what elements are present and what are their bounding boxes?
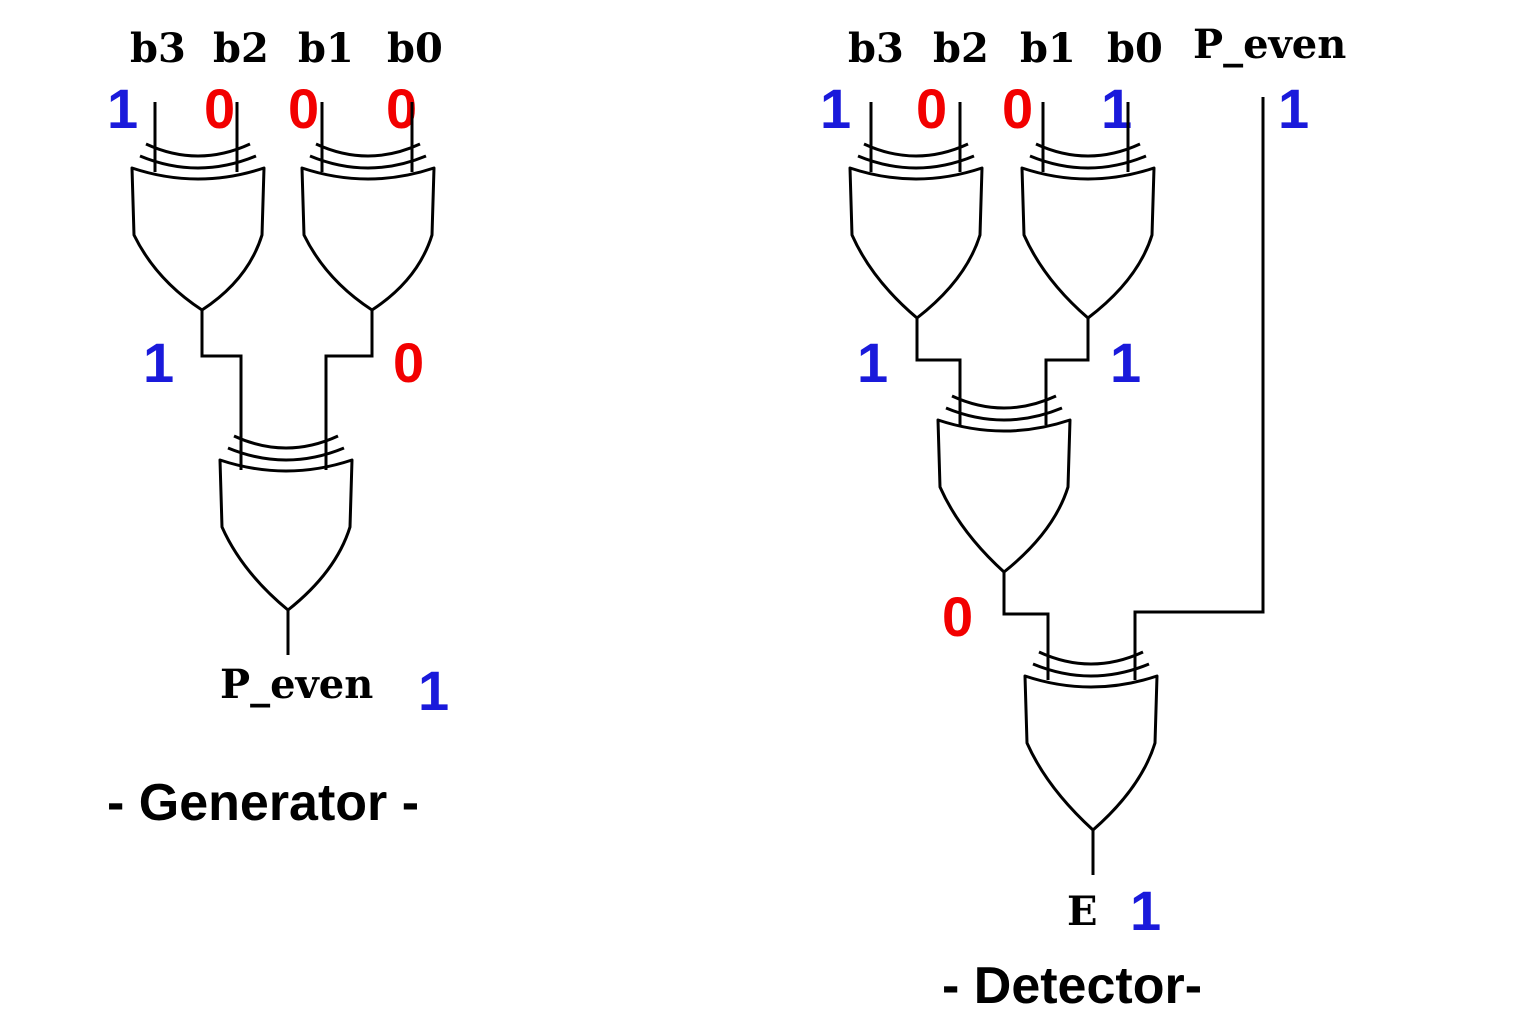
detector-output-label: E bbox=[1067, 888, 1098, 935]
generator-output-label: P_even bbox=[220, 661, 373, 708]
detector-xor-gate-1 bbox=[848, 142, 984, 320]
generator-input-b1-value: 0 bbox=[288, 77, 319, 140]
generator-wire-int1 bbox=[200, 310, 243, 470]
generator-intermediate-2-value: 0 bbox=[393, 331, 424, 394]
generator-xor-gate-2 bbox=[300, 142, 436, 312]
generator-intermediate-1-value: 1 bbox=[143, 331, 174, 394]
detector-input-b2-label: b2 bbox=[933, 25, 989, 72]
generator-wire-int2 bbox=[324, 310, 374, 470]
detector-xor-gate-4 bbox=[1023, 650, 1159, 832]
detector-intermediate-2-value: 1 bbox=[1110, 331, 1141, 394]
detector-input-b1-label: b1 bbox=[1020, 25, 1076, 72]
detector-input-p-even-value: 1 bbox=[1278, 77, 1309, 140]
generator-output-value: 1 bbox=[418, 659, 449, 722]
generator-input-b2-value: 0 bbox=[204, 77, 235, 140]
generator-xor-gate-3 bbox=[218, 434, 354, 612]
detector-circuit: b3 b2 b1 b0 P_even 1 0 0 1 1 bbox=[820, 21, 1346, 1015]
detector-wire-int3 bbox=[1002, 572, 1050, 680]
detector-caption: - Detector- bbox=[942, 957, 1202, 1015]
detector-wire-int1 bbox=[915, 318, 962, 425]
generator-caption: - Generator - bbox=[107, 774, 419, 832]
generator-input-b3-value: 1 bbox=[107, 77, 138, 140]
generator-xor-gate-1 bbox=[130, 142, 266, 312]
generator-input-b0-label: b0 bbox=[387, 25, 443, 72]
generator-circuit: b3 b2 b1 b0 1 0 0 0 1 0 bbox=[107, 25, 449, 832]
generator-input-b1-label: b1 bbox=[298, 25, 354, 72]
detector-input-b0-label: b0 bbox=[1107, 25, 1163, 72]
detector-xor-gate-3 bbox=[936, 394, 1072, 574]
detector-input-b1-value: 0 bbox=[1002, 77, 1033, 140]
generator-input-b3-label: b3 bbox=[130, 25, 186, 72]
detector-wire-int2 bbox=[1044, 318, 1090, 425]
detector-xor-gate-2 bbox=[1020, 142, 1156, 320]
detector-wire-p-even bbox=[1133, 97, 1265, 680]
detector-input-p-even-label: P_even bbox=[1193, 21, 1346, 68]
detector-input-b3-label: b3 bbox=[848, 25, 904, 72]
detector-intermediate-3-value: 0 bbox=[942, 585, 973, 648]
detector-intermediate-1-value: 1 bbox=[857, 331, 888, 394]
detector-input-b3-value: 1 bbox=[820, 77, 851, 140]
detector-input-b2-value: 0 bbox=[916, 77, 947, 140]
detector-output-value: 1 bbox=[1130, 879, 1161, 942]
generator-input-b2-label: b2 bbox=[213, 25, 269, 72]
